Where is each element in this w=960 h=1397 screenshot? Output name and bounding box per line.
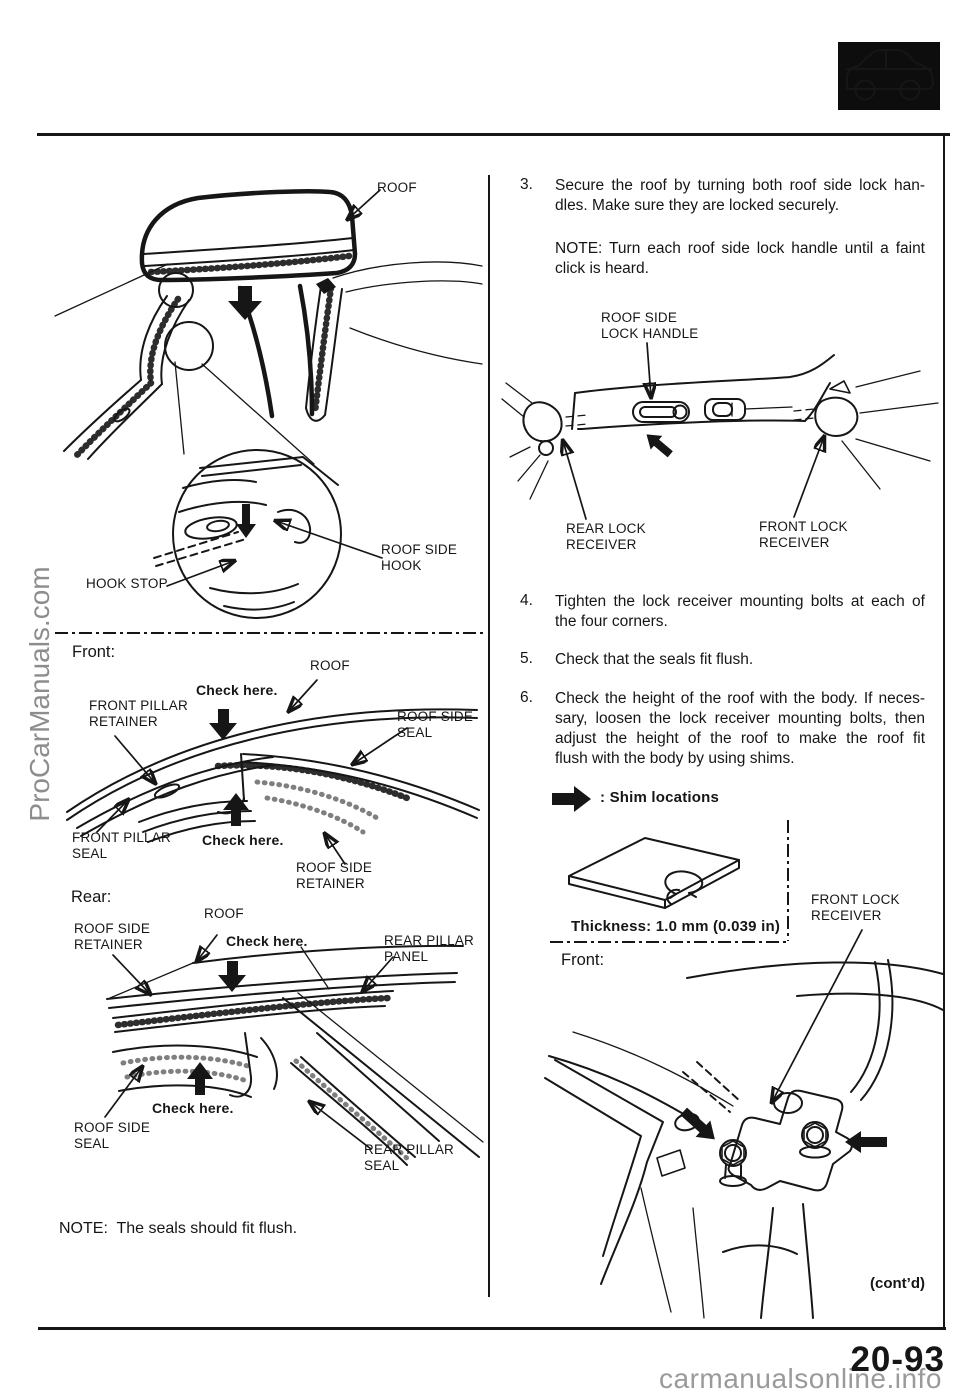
label-roof-side-lock-handle: ROOF SIDE LOCK HANDLE: [601, 310, 699, 342]
step-3-number: 3.: [520, 176, 533, 193]
check-down-arrow-icon: [209, 709, 237, 740]
label-rear-pillar-panel: REAR PILLAR PANEL: [384, 933, 474, 965]
rear-seal-diagram-art: [104, 934, 484, 1166]
check-down-arrow-icon: [218, 961, 246, 992]
footer-rule: [38, 1327, 946, 1330]
step-5-number: 5.: [520, 650, 533, 667]
left-note: NOTE: The seals should fit flush.: [59, 1220, 298, 1237]
step-3-text: Secure the roof by turning both roof sid…: [555, 177, 925, 194]
column-divider: [488, 175, 490, 1297]
bottom-watermark: carmanualsonline.info: [659, 1363, 942, 1394]
label-front-lock-receiver: FRONT LOCK RECEIVER: [759, 519, 848, 551]
label-front-lock-receiver-2: FRONT LOCK RECEIVER: [811, 892, 900, 924]
label-front-roof-side-seal: ROOF SIDE SEAL: [397, 709, 474, 741]
shim-box-border-bottom: [550, 941, 788, 943]
step-3-note-text: NOTE: Turn each roof side lock handle un…: [555, 240, 925, 257]
label-rear-roof-side-retainer: ROOF SIDE RETAINER: [74, 921, 151, 953]
front-seal-diagram-art: [66, 679, 480, 865]
label-front-roof: ROOF: [310, 658, 350, 673]
front-lock-receiver-leader: [748, 929, 863, 1116]
label-front-check-bottom: Check here.: [202, 832, 284, 848]
contd-label: (cont’d): [870, 1275, 925, 1292]
header-rule: [37, 133, 950, 136]
label-front-roof-side-retainer: ROOF SIDE RETAINER: [296, 860, 373, 892]
check-up-arrow-icon: [223, 793, 249, 826]
shim-legend-label: : Shim locations: [600, 789, 720, 806]
step-4-number: 4.: [520, 592, 533, 609]
label-roof-side-hook: ROOF SIDE HOOK: [381, 542, 458, 574]
car-icon: [838, 42, 940, 110]
frame-right-border: [943, 135, 945, 1328]
label-front-pillar-seal: FRONT PILLAR SEAL: [72, 830, 171, 862]
front-lock-shim-diagram-art: [544, 959, 944, 1319]
check-up-arrow-icon: [187, 1062, 213, 1095]
label-rear-check-bottom: Check here.: [152, 1100, 234, 1116]
label-rear-roof-side-seal: ROOF SIDE SEAL: [74, 1120, 151, 1152]
right-front-label: Front:: [561, 951, 605, 969]
page-number: 20-93: [850, 1340, 945, 1379]
front-section-title: Front:: [72, 643, 116, 661]
left-section-divider: [55, 632, 487, 634]
step-3: 3. Secure the roof by turning both roof …: [520, 176, 925, 214]
label-roof: ROOF: [377, 180, 417, 195]
label-rear-check-top: Check here.: [226, 933, 308, 949]
pointer-arrow-icon: [646, 434, 673, 458]
shim-box-border-right: [787, 820, 789, 941]
shim-location-arrow-icon: [680, 1107, 715, 1140]
step-4: 4. Tighten the lock receiver mounting bo…: [520, 592, 925, 630]
shim-location-arrow-icon: [845, 1131, 887, 1153]
step-3-note: NOTE: Turn each roof side lock handle un…: [555, 240, 925, 277]
step-4-text: Tighten the lock receiver mounting bolts…: [555, 593, 925, 610]
car-silhouette-art: [846, 49, 934, 101]
hook-arrow-icon: [236, 504, 256, 538]
lock-handle-diagram-art: [501, 342, 939, 520]
step-6-text: Check the height of the roof with the bo…: [555, 690, 925, 707]
roof-install-diagram-art: [54, 189, 483, 619]
shim-diagram-art: [568, 837, 740, 909]
shim-thickness-label: Thickness: 1.0 mm (0.039 in): [571, 918, 781, 935]
label-front-check-top: Check here.: [196, 682, 278, 698]
step-6: 6. Check the height of the roof with the…: [520, 689, 925, 767]
label-rear-lock-receiver: REAR LOCK RECEIVER: [566, 521, 646, 553]
label-rear-pillar-seal: REAR PILLAR SEAL: [364, 1142, 454, 1174]
shim-pointer-icon: [552, 786, 591, 812]
step-6-number: 6.: [520, 689, 533, 706]
label-hook-stop: HOOK STOP: [86, 576, 168, 591]
step-5-text: Check that the seals fit flush.: [555, 651, 754, 668]
label-front-pillar-retainer: FRONT PILLAR RETAINER: [89, 698, 188, 730]
step-5: 5. Check that the seals fit flush.: [520, 650, 925, 670]
label-rear-roof: ROOF: [204, 906, 244, 921]
rear-section-title: Rear:: [71, 888, 112, 906]
